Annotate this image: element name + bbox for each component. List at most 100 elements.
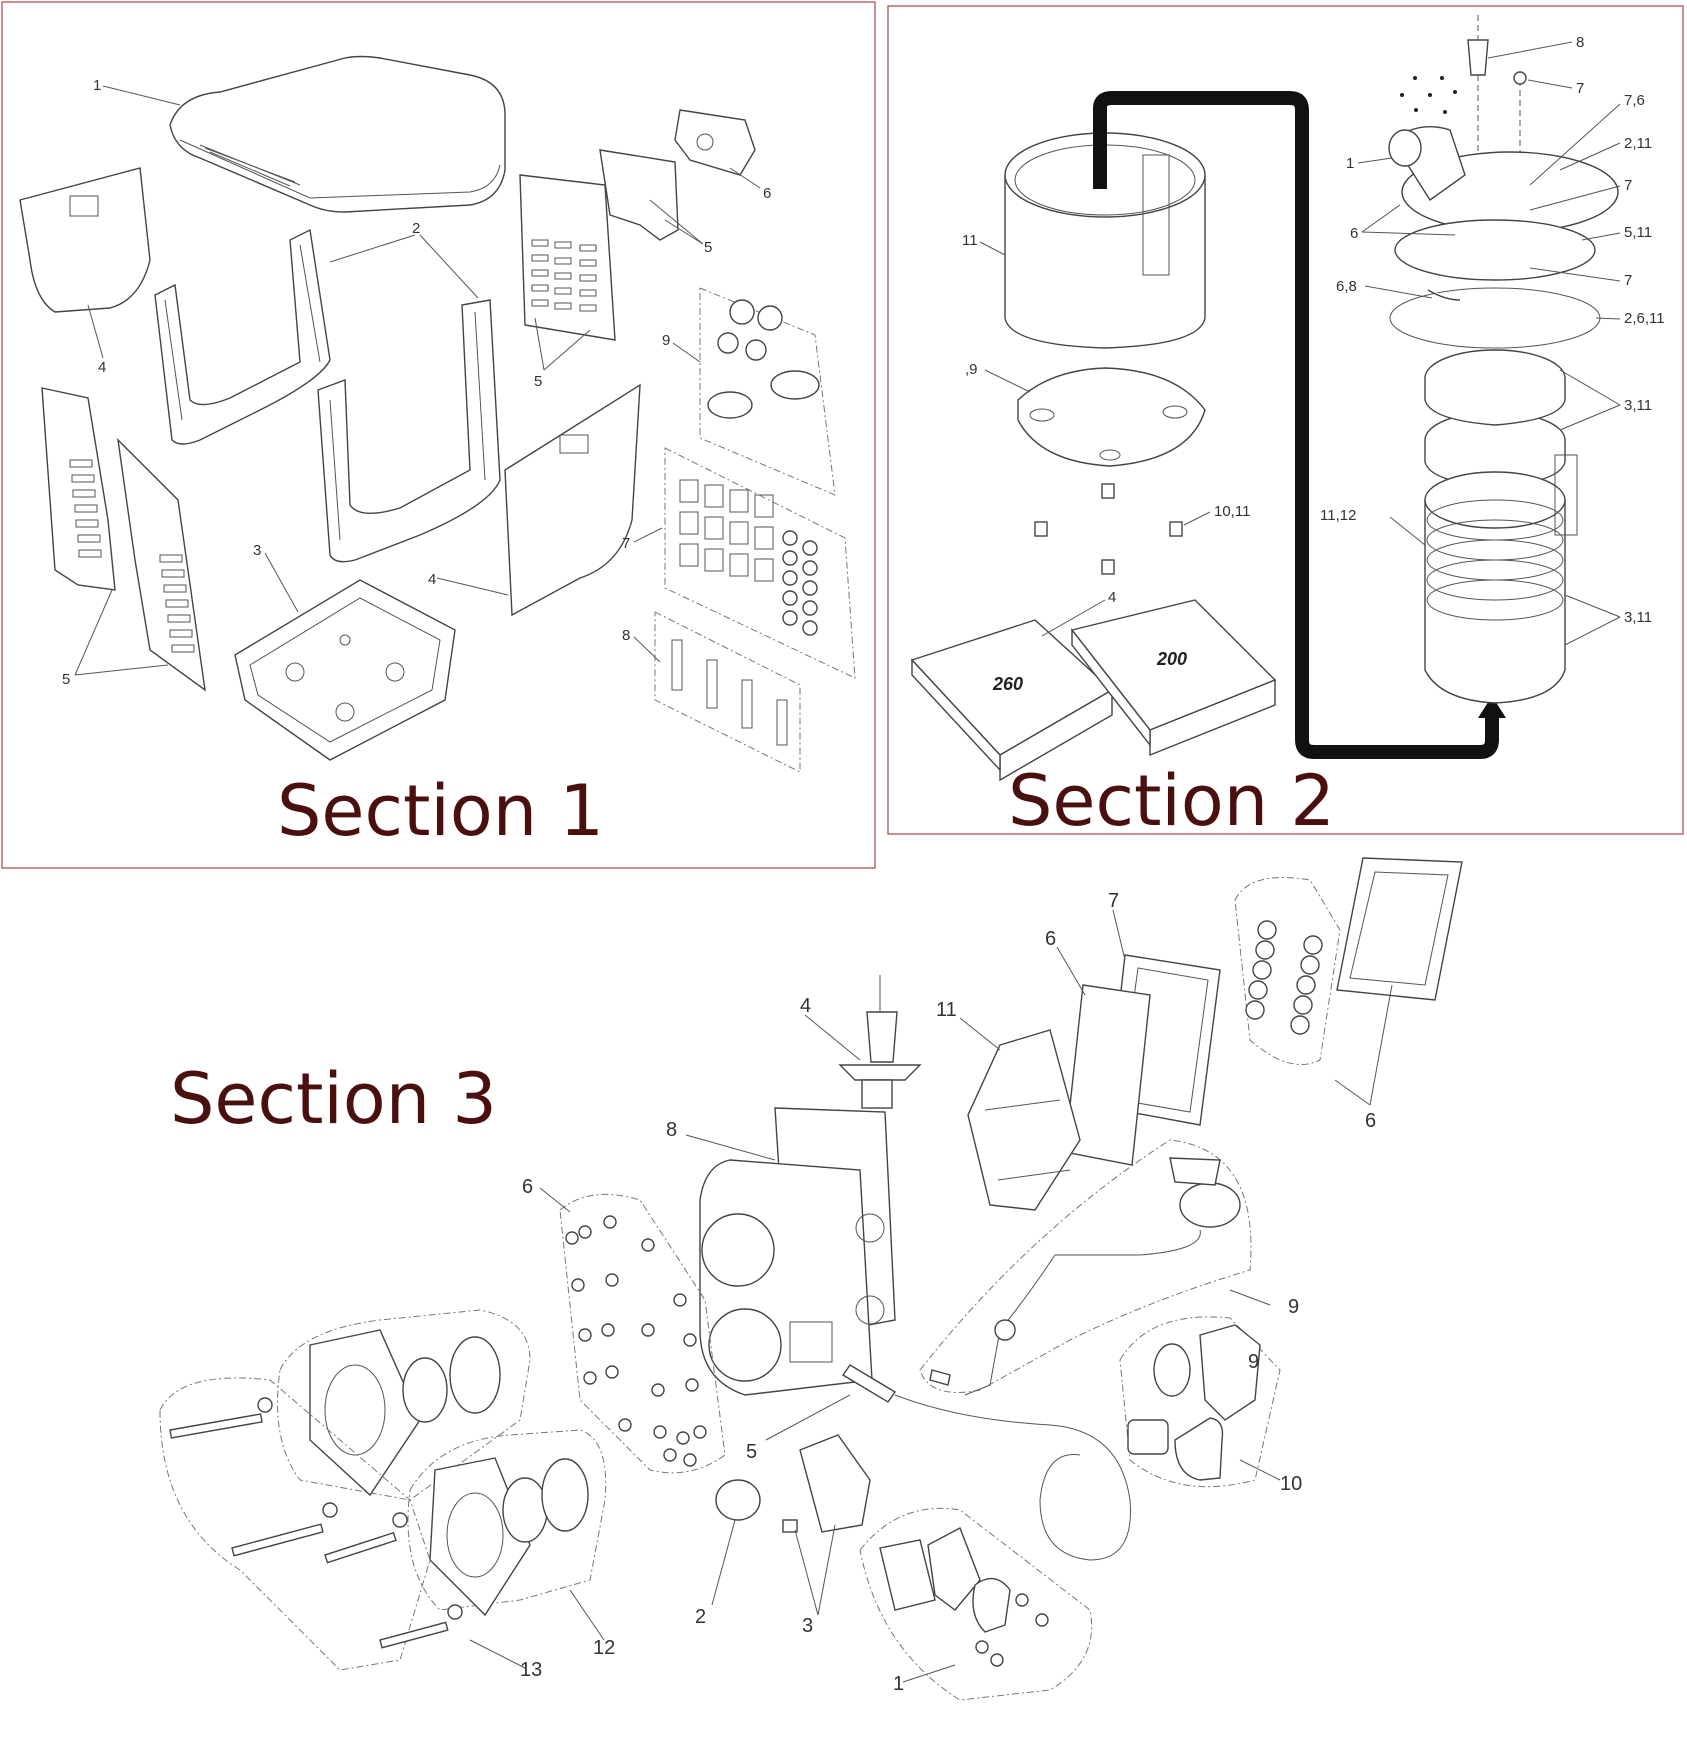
rating-panel-260: 260: [910, 619, 1114, 782]
washer-group: [1234, 877, 1341, 1065]
callout: 10,11: [1214, 503, 1250, 520]
side-panel-right: [504, 383, 641, 617]
relief-valve: [1199, 1324, 1261, 1421]
baffle-plate: [1017, 367, 1206, 467]
callout: 6: [763, 185, 771, 202]
callout: 1: [1346, 155, 1354, 172]
callout: 2: [695, 1606, 706, 1628]
water-pressure-switch: [919, 1139, 1252, 1393]
burner-assembly: [1388, 15, 1619, 704]
callout: 2: [412, 220, 420, 237]
callout: 8: [666, 1119, 677, 1141]
combustion-chamber: [1004, 132, 1206, 349]
callout: 4: [1108, 589, 1116, 606]
louver-panel-right: [117, 438, 206, 692]
callout: 6,8: [1336, 278, 1357, 295]
section-3: [159, 857, 1463, 1701]
callout: 5: [746, 1441, 757, 1463]
callout: 1: [93, 77, 101, 94]
elbow-fitting: [1174, 1417, 1224, 1481]
drain-cover: [927, 1527, 981, 1611]
flange-upper: [309, 1329, 421, 1497]
top-cover: [169, 55, 506, 213]
pressure-switch: [866, 1011, 898, 1063]
panel-label-260: 260: [992, 674, 1023, 694]
drain-group: [859, 1507, 1093, 1701]
louver-panel-left: [41, 387, 116, 591]
callout: 5,11: [1624, 224, 1652, 241]
igniter-bracket: [799, 1434, 871, 1533]
callouts-section-2: 8 7 7,6 1 2,11 7 6 5,11 7 6,8 2,6,11 11 …: [962, 34, 1665, 626]
callout: 6: [1365, 1110, 1376, 1132]
callout: 7: [1576, 80, 1584, 97]
callout: 12: [593, 1637, 615, 1659]
callout: 6: [1045, 928, 1056, 950]
section-1-title: Section 1: [277, 770, 604, 852]
callout: 7: [1624, 177, 1632, 194]
callout: 11: [962, 232, 978, 249]
flange-group-upper: [277, 1309, 531, 1501]
sight-fitting: [715, 1479, 761, 1521]
callout: 3: [253, 542, 261, 559]
callout: 13: [520, 1659, 542, 1681]
callout: 4: [800, 995, 811, 1017]
bracket-plate: [599, 149, 679, 241]
callout: 3: [802, 1615, 813, 1637]
callouts-section-3: 7 6 4 11 6 8 6 9 9 5 10 2 3 12 13 1: [520, 890, 1376, 1695]
header-gasket: [1064, 984, 1151, 1166]
flange-group-lower: [407, 1429, 607, 1611]
callout: 5: [704, 239, 712, 256]
callout: 6: [522, 1176, 533, 1198]
callout: 3,11: [1624, 609, 1652, 626]
callout: 11,12: [1320, 507, 1356, 524]
callout: 9: [1248, 1351, 1259, 1373]
heat-exchanger: [699, 1107, 896, 1396]
relief-valve-group: [1119, 1316, 1281, 1488]
rating-panel-200: 200: [1070, 599, 1277, 757]
callout: 3,11: [1624, 397, 1652, 414]
group-8: [654, 611, 801, 773]
callout: 9: [662, 332, 670, 349]
callout: 4: [428, 571, 436, 588]
panel-label-200: 200: [1156, 649, 1187, 669]
flow-arrow: [1093, 91, 1499, 759]
callout: 10: [1280, 1473, 1302, 1495]
callout: ,9: [965, 361, 978, 378]
section-1: [19, 55, 856, 773]
section-2: 260 200: [910, 15, 1621, 782]
callout: 7: [622, 535, 630, 552]
gasket-frame: [1336, 857, 1463, 1001]
callout: 8: [622, 627, 630, 644]
callout: 7: [1624, 272, 1632, 289]
section-2-frame: [887, 5, 1684, 835]
frame-right: [317, 299, 501, 563]
sensor-probe: [841, 1364, 897, 1403]
section-3-title: Section 3: [170, 1058, 497, 1140]
callouts-section-1: 1 2 4 5 6 5 9 5 4 3 7 8 5: [62, 77, 771, 688]
callout: 2,6,11: [1624, 310, 1665, 327]
frame-left: [154, 228, 331, 445]
callout: 7: [1108, 890, 1119, 912]
callout: 4: [98, 359, 106, 376]
mounting-bracket: [967, 1029, 1081, 1211]
group-9: [699, 287, 836, 496]
nut-group: [559, 1193, 726, 1474]
leveling-feet: [1034, 483, 1183, 575]
callout: 11: [936, 999, 957, 1021]
base-pan: [234, 579, 456, 761]
callout: 7,6: [1624, 92, 1645, 109]
callout: 9: [1288, 1296, 1299, 1318]
drain-gasket: [879, 1539, 936, 1611]
callout: 6: [1350, 225, 1358, 242]
control-box: [674, 109, 756, 176]
section-2-title: Section 2: [1008, 760, 1335, 842]
side-panel-left: [19, 167, 151, 313]
callout: 8: [1576, 34, 1584, 51]
callout: 5: [62, 671, 70, 688]
callout: 2,11: [1624, 135, 1652, 152]
callout: 1: [893, 1673, 904, 1695]
group-7: [664, 447, 856, 679]
section-1-frame: [1, 1, 876, 869]
callout: 5: [534, 373, 542, 390]
